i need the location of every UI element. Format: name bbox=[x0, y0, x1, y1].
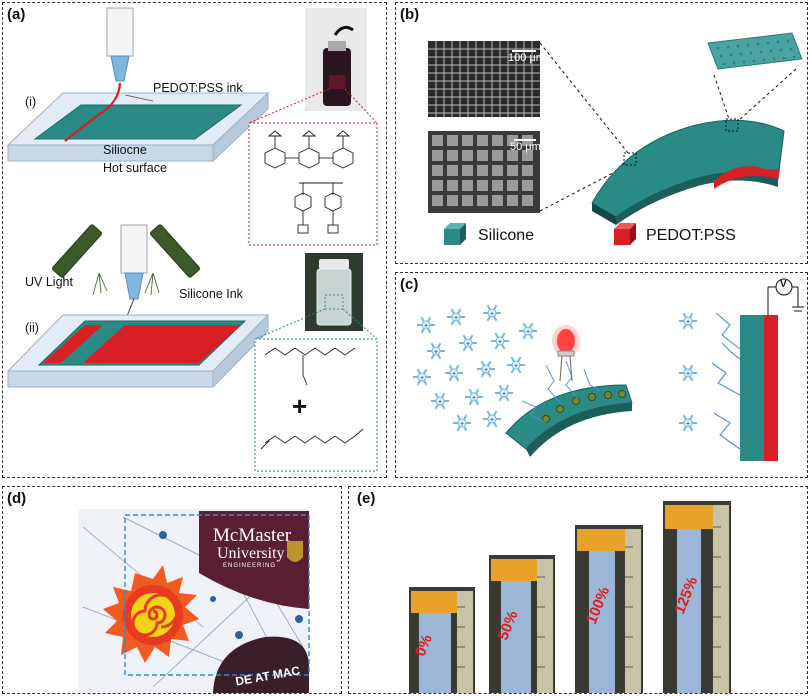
panel-a-illustration bbox=[6, 7, 378, 472]
logo-engineering: ENGINEERING bbox=[223, 563, 277, 569]
panel-c-label: (c) bbox=[400, 276, 419, 293]
panel-e-photos bbox=[409, 501, 731, 693]
logo-university: University bbox=[217, 545, 285, 562]
panel-a-label: (a) bbox=[7, 6, 26, 23]
legend-pedot: PEDOT:PSS bbox=[646, 227, 736, 244]
silicone-legend-cube bbox=[444, 223, 466, 245]
legend-silicone: Silicone bbox=[478, 227, 535, 244]
logo-mcmaster: McMaster bbox=[213, 525, 292, 546]
panel-b-label: (b) bbox=[400, 6, 420, 23]
silicone-ink-label: Silicone Ink bbox=[179, 287, 243, 301]
pedot-ink-label: PEDOT:PSS ink bbox=[153, 81, 243, 95]
plus-sign: + bbox=[292, 391, 308, 421]
panel-b: (b) bbox=[395, 2, 808, 264]
panel-b-illustration bbox=[428, 32, 803, 245]
panel-e-label: (e) bbox=[357, 490, 376, 507]
panel-a: (a) bbox=[2, 2, 387, 478]
step-ii-label: (ii) bbox=[25, 321, 39, 335]
panel-c: (c) + bbox=[395, 272, 808, 478]
step-i-label: (i) bbox=[25, 95, 37, 109]
scale-bar-bottom: 50 μm bbox=[510, 141, 541, 153]
hot-surface-label: Hot surface bbox=[103, 161, 167, 175]
panel-d-label: (d) bbox=[7, 490, 27, 507]
panel-c-illustration: + bbox=[412, 278, 804, 461]
scale-bar-top: 100 μm bbox=[508, 52, 545, 64]
panel-d: (d) McMaster University ENGINEERING DE A… bbox=[2, 486, 342, 694]
pedot-legend-cube bbox=[614, 223, 636, 245]
voltmeter-label: V bbox=[780, 279, 787, 290]
panel-d-photo bbox=[79, 509, 310, 693]
panel-e: (e) 0% 50% 100% 125% bbox=[348, 486, 808, 694]
uv-light-label: UV Light bbox=[25, 275, 73, 289]
substrate-label: Siliocne bbox=[103, 143, 147, 157]
